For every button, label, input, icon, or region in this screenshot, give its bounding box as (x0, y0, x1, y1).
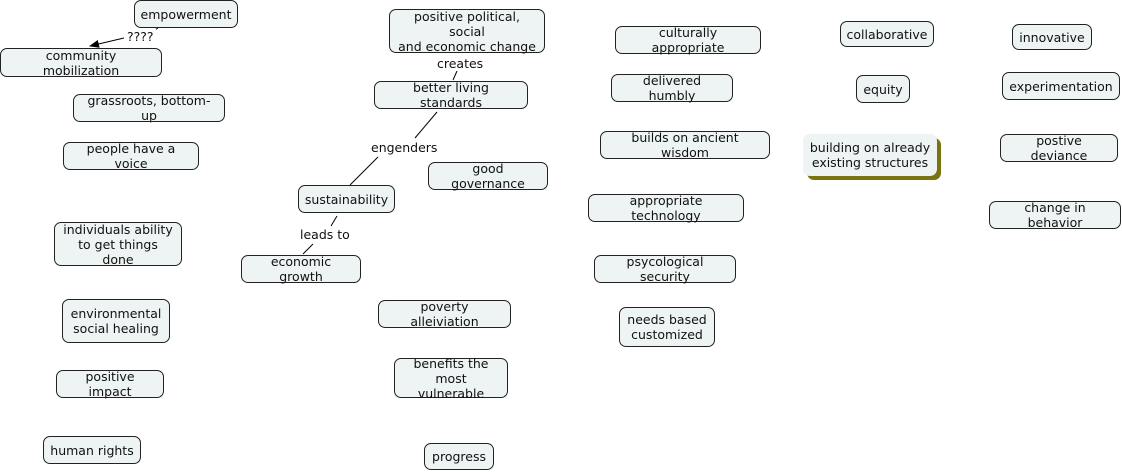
node-progress[interactable]: progress (424, 443, 494, 470)
link-label-creates: creates (435, 56, 486, 71)
link-line-engenders-top (414, 111, 438, 139)
link-arrow-to-community (89, 37, 125, 48)
link-label-unknown: ???? (125, 29, 156, 44)
node-positive-impact[interactable]: positive impact (56, 369, 164, 399)
node-better-living[interactable]: better living standards (374, 80, 528, 110)
node-good-governance[interactable]: good governance (428, 161, 548, 191)
node-change-behavior[interactable]: change in behavior (989, 200, 1121, 230)
node-needs-based[interactable]: needs based customized (619, 307, 715, 347)
node-delivered-humbly[interactable]: delivered humbly (611, 73, 733, 103)
node-appropriate-technology[interactable]: appropriate technology (588, 193, 744, 223)
node-psychological-security[interactable]: psycological security (594, 254, 736, 284)
node-sustainability[interactable]: sustainability (298, 185, 395, 213)
link-line-creates (452, 70, 458, 81)
link-line-leads-to-top (330, 215, 338, 227)
link-line-engenders-bottom (349, 156, 379, 186)
node-individuals-ability[interactable]: individuals ability to get things done (54, 222, 182, 267)
node-positive-deviance[interactable]: postive deviance (1000, 133, 1118, 163)
node-human-rights[interactable]: human rights (43, 436, 141, 464)
link-label-leads-to: leads to (298, 227, 352, 242)
node-community-mobilization[interactable]: community mobilization (0, 48, 162, 78)
node-culturally-appropriate[interactable]: culturally appropriate (615, 25, 761, 55)
node-collaborative[interactable]: collaborative (840, 21, 934, 47)
node-environmental[interactable]: environmental social healing (62, 299, 170, 343)
node-equity[interactable]: equity (856, 75, 910, 103)
link-label-engenders: engenders (369, 140, 440, 155)
node-political-change[interactable]: positive political, social and economic … (389, 9, 545, 54)
node-existing-structures[interactable]: building on already existing structures (803, 134, 937, 176)
node-economic-growth[interactable]: economic growth (241, 254, 361, 284)
node-experimentation[interactable]: experimentation (1002, 72, 1120, 100)
node-ancient-wisdom[interactable]: builds on ancient wisdom (600, 130, 770, 160)
node-benefits-vulnerable[interactable]: benefits the most vulnerable (394, 356, 508, 401)
node-empowerment[interactable]: empowerment (134, 0, 238, 28)
node-innovative[interactable]: innovative (1012, 24, 1092, 50)
node-grassroots[interactable]: grassroots, bottom-up (73, 93, 225, 123)
node-poverty-alleviation[interactable]: poverty alleiviation (378, 299, 511, 329)
link-line-leads-to-bottom (302, 243, 314, 255)
node-people-voice[interactable]: people have a voice (63, 141, 199, 171)
